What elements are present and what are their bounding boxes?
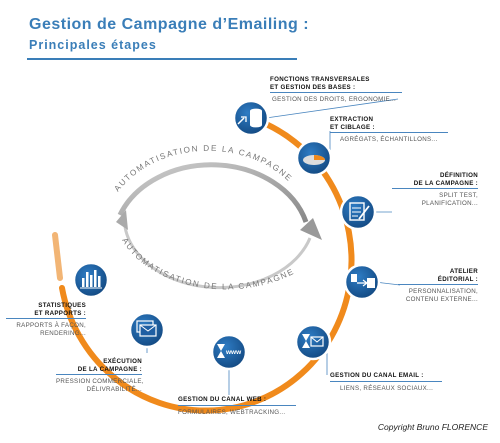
hourglass-mail-icon: [302, 334, 324, 348]
pie-chart-icon: [303, 155, 325, 165]
automation-arc-top: [117, 162, 309, 223]
step-5-heading: Gestion du canal email :: [330, 372, 424, 379]
step-2-heading-2: et ciblage :: [330, 123, 375, 131]
step-label-1: Fonctions transversales et gestion des b…: [270, 76, 402, 104]
step-7-heading-2: de la campagne :: [77, 365, 142, 373]
process-track: [59, 115, 355, 414]
step-7-detail-2: délivrabilité...: [86, 385, 142, 393]
title-underline: [27, 58, 297, 60]
bar-chart-icon: [80, 270, 102, 289]
svg-text:www: www: [225, 349, 242, 356]
step-node-6[interactable]: www: [210, 333, 248, 371]
step-node-2[interactable]: [295, 139, 333, 177]
step-4-heading-2: éditorial :: [437, 275, 478, 283]
step-4-detail: Personnalisation,: [408, 288, 478, 295]
transfer-icon: [351, 274, 375, 288]
step-node-8[interactable]: [72, 261, 110, 299]
step-1-heading-2: et gestion des bases :: [270, 83, 356, 91]
step-3-detail: Split test,: [439, 192, 478, 199]
process-track-start: [52, 232, 63, 281]
step-8-heading: Statistiques: [38, 302, 86, 309]
step-node-4[interactable]: [343, 263, 381, 301]
step-6-detail: Formulaires, webtracking...: [178, 408, 286, 416]
step-label-7: Exécution de la campagne : Pression comm…: [56, 358, 144, 393]
send-mail-icon: [136, 320, 157, 337]
step-label-6: Gestion du canal web : Formulaires, webt…: [178, 396, 296, 416]
database-icon: [237, 108, 262, 128]
automation-arc-top-arrow: [300, 218, 322, 240]
step-node-7[interactable]: [128, 311, 166, 349]
edit-document-icon: [349, 202, 370, 221]
step-label-3: Définition de la campagne : Split test, …: [392, 172, 478, 207]
step-8-detail: Rapports à façon,: [16, 322, 86, 329]
page-title: Gestion de Campagne d’Emailing :: [29, 16, 310, 33]
step-1-detail: Gestion des droits, ergonomie...: [272, 96, 397, 103]
step-node-3[interactable]: [339, 193, 377, 231]
step-4-heading: Atelier: [449, 268, 478, 275]
step-4-detail-2: contenu externe...: [405, 295, 478, 303]
step-2-heading: Extraction: [330, 116, 374, 123]
step-3-heading: Définition: [439, 172, 478, 179]
step-6-heading: Gestion du canal web :: [178, 396, 267, 403]
step-label-8: Statistiques et rapports : Rapports à fa…: [6, 302, 86, 337]
automation-caption-top: Automatisation de la campagne: [112, 144, 294, 193]
step-7-heading: Exécution: [103, 358, 142, 365]
step-node-1[interactable]: [232, 99, 270, 137]
step-8-detail-2: rendering...: [40, 329, 86, 337]
step-5-detail: Liens, réseaux sociaux...: [340, 384, 434, 392]
step-node-5[interactable]: [294, 323, 332, 361]
automation-caption-bottom: Automatisation de la campagne: [120, 236, 296, 291]
copyright-notice: Copyright Bruno FLORENCE: [377, 422, 488, 432]
step-1-heading: Fonctions transversales: [270, 76, 370, 83]
page-subtitle: Principales étapes: [29, 38, 157, 52]
step-8-heading-2: et rapports :: [34, 309, 86, 317]
step-label-4: Atelier éditorial : Personnalisation, co…: [398, 268, 478, 303]
automation-arc-left-arrow: [116, 210, 128, 230]
automation-arc-bottom: [123, 226, 312, 290]
step-7-detail: Pression commerciale,: [56, 378, 144, 385]
hourglass-www-icon: www: [217, 344, 242, 358]
step-3-heading-2: de la campagne :: [413, 179, 478, 187]
step-2-detail: Agrégats, échantillons...: [340, 136, 438, 143]
step-3-detail-2: planification...: [421, 199, 478, 207]
step-label-2: Extraction et ciblage : Agrégats, échant…: [330, 116, 448, 144]
step-label-5: Gestion du canal email : Liens, réseaux …: [330, 372, 442, 392]
